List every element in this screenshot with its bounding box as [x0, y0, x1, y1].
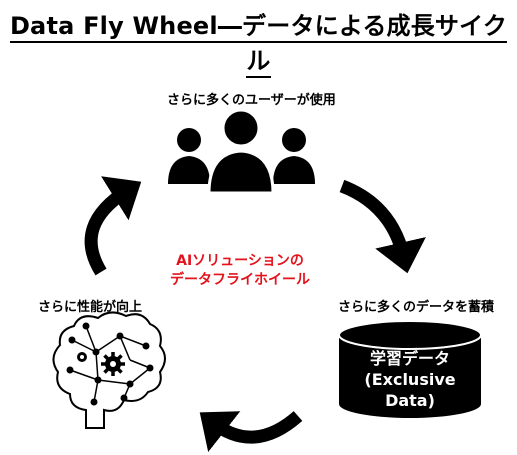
node-label-users: さらに多くのユーザーが使用	[167, 93, 336, 108]
node-label-performance: さらに性能が向上	[38, 300, 143, 315]
database-label: 学習データ (Exclusive Data)	[340, 348, 480, 411]
users-icon	[168, 108, 315, 195]
database-icon	[338, 320, 482, 418]
arrow-left	[84, 176, 142, 276]
brain-circuit-icon	[52, 311, 166, 429]
database-label-line3: Data)	[385, 391, 435, 410]
arrow-bottom	[199, 411, 303, 453]
center-caption-line2: データフライホイール	[170, 272, 310, 288]
database-label-line2: (Exclusive	[364, 370, 456, 389]
gear-icon	[77, 352, 125, 376]
center-caption-line1: AIソリューションの	[176, 253, 304, 269]
page-title: Data Fly Wheel―データによる成長サイクル	[0, 6, 517, 78]
arrow-top-right	[339, 179, 426, 274]
database-label-line1: 学習データ	[369, 349, 450, 368]
cycle-arrow-icon	[84, 176, 426, 453]
center-caption: AIソリューションの データフライホイール	[160, 252, 320, 290]
node-label-data: さらに多くのデータを蓄積	[338, 300, 495, 315]
